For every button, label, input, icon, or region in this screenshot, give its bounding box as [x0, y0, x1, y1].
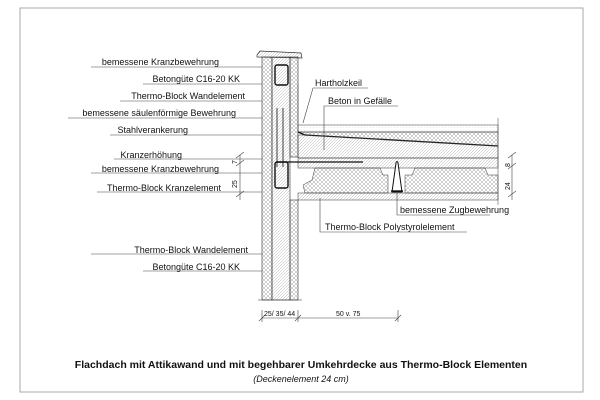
- label-kranzbewehrung-bottom: bemessene Kranzbewehrung: [102, 164, 219, 174]
- dimension-lines: [235, 151, 517, 322]
- roof-slab: [277, 84, 499, 205]
- dim-right-upper: 8: [505, 163, 512, 167]
- dim-left-lower: 25: [232, 180, 239, 188]
- label-kranzerhoehung: Kranzerhöhung: [120, 150, 182, 160]
- label-betonguete-top: Betongüte C16-20 KK: [152, 74, 240, 84]
- label-kranzelement: Thermo-Block Kranzelement: [107, 183, 222, 193]
- drawing-title: Flachdach mit Attikawand und mit begehba…: [75, 359, 527, 371]
- dim-right-lower: 24: [505, 182, 512, 190]
- label-saeulenfoermige-bewehrung: bemessene säulenförmige Bewehrung: [82, 108, 236, 118]
- label-polystyrolelement: Thermo-Block Polystyrolelement: [325, 222, 455, 232]
- label-hartholzkeil: Hartholzkeil: [315, 78, 362, 88]
- left-leader-lines: [68, 66, 262, 272]
- drawing-subtitle: (Deckenelement 24 cm): [253, 374, 349, 384]
- label-wandelement-top: Thermo-Block Wandelement: [131, 91, 245, 101]
- label-kranzbewehrung-top: bemessene Kranzbewehrung: [102, 57, 219, 67]
- attika-wall: [256, 50, 303, 301]
- drawing-frame: [19, 7, 584, 393]
- right-leader-lines: [302, 87, 490, 233]
- label-zugbewehrung: bemessene Zugbewehrung: [400, 205, 509, 215]
- dim-wall-width: 25/ 35/ 44: [264, 311, 295, 318]
- dim-left-upper: 7: [232, 160, 239, 164]
- wall-reinforcement: [274, 64, 289, 189]
- dim-slab-span: 50 v. 75: [336, 311, 360, 318]
- label-beton-gefaelle: Beton in Gefälle: [328, 96, 392, 106]
- label-stahlverankerung: Stahlverankerung: [117, 125, 188, 135]
- label-wandelement-bottom: Thermo-Block Wandelement: [134, 245, 248, 255]
- label-betonguete-bottom: Betongüte C16-20 KK: [152, 262, 240, 272]
